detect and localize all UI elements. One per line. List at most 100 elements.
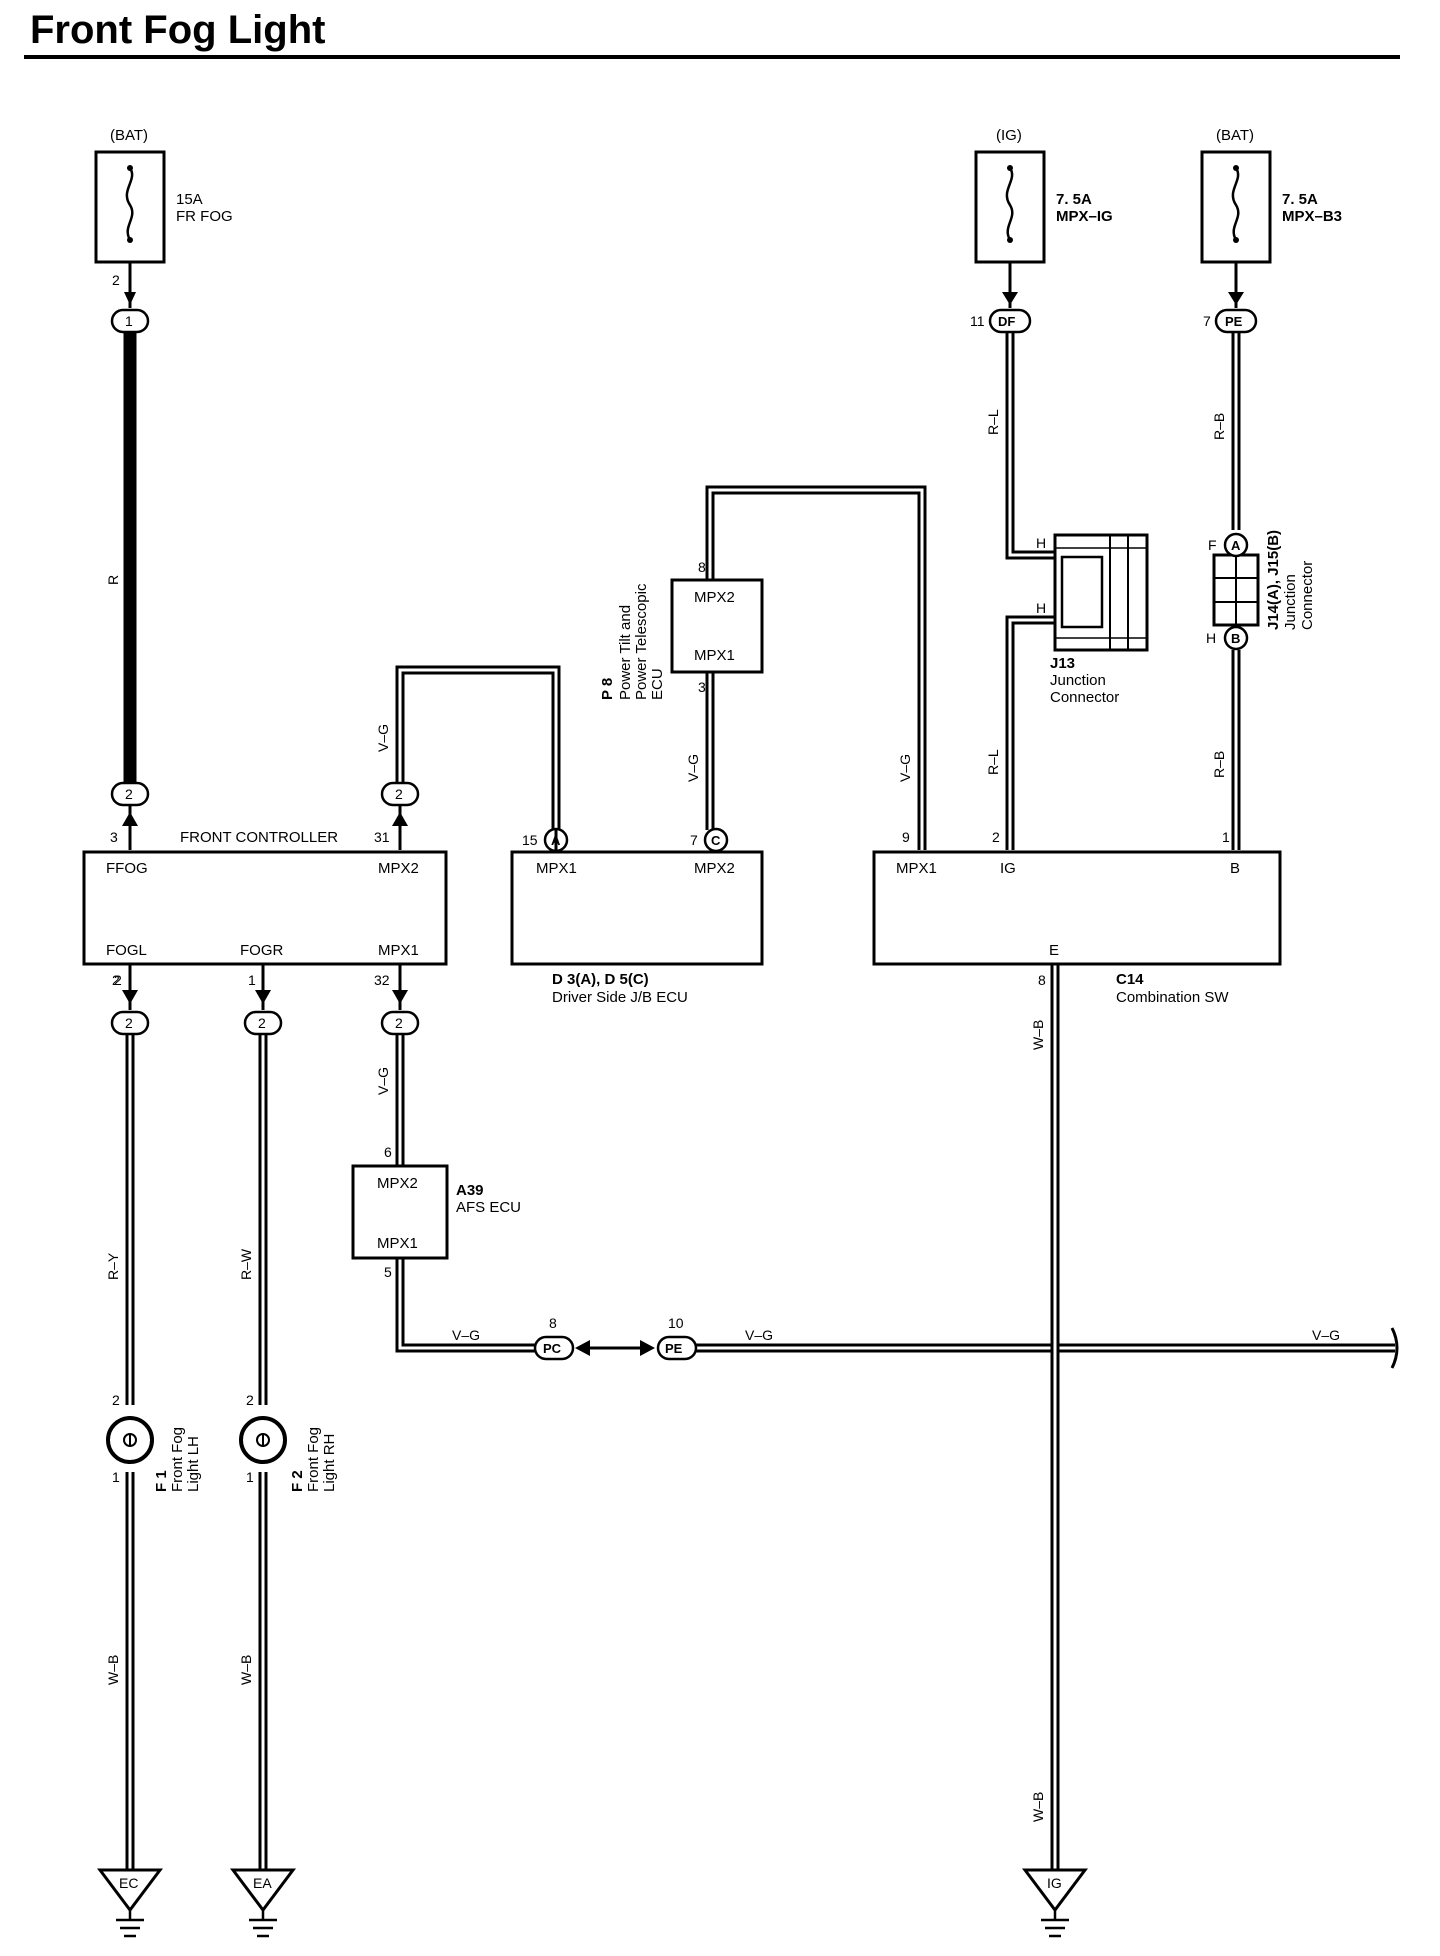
svg-text:MPX1: MPX1 xyxy=(896,860,937,877)
svg-text:F 2: F 2 xyxy=(289,1470,306,1492)
ground-ea: EA xyxy=(230,1868,296,1938)
front-fog-light-rh: F 2 Front Fog Light RH xyxy=(239,1416,338,1492)
svg-text:DF: DF xyxy=(998,314,1015,329)
pin-number: H xyxy=(1206,630,1216,646)
fuse-mpx-ig: (IG) 7. 5A MPX–IG xyxy=(974,127,1113,264)
driver-side-jb-ecu: MPX1 MPX2 D 3(A), D 5(C) Driver Side J/B… xyxy=(510,850,764,1006)
fuse-supply: (IG) xyxy=(996,127,1022,144)
svg-text:D 3(A), D 5(C): D 3(A), D 5(C) xyxy=(552,971,649,988)
svg-text:Power Tilt and: Power Tilt and xyxy=(617,605,634,700)
svg-text:2: 2 xyxy=(125,786,133,802)
svg-text:FFOG: FFOG xyxy=(106,860,148,877)
svg-text:E: E xyxy=(1049,942,1059,959)
fuse-name: MPX–IG xyxy=(1056,208,1113,225)
pin-number: 7 xyxy=(690,832,698,848)
wire-color-label: V–G xyxy=(452,1327,480,1343)
wire-color-label: R xyxy=(105,575,121,585)
fuse-mpx-b3: (BAT) 7. 5A MPX–B3 xyxy=(1200,127,1342,264)
svg-text:Power Telescopic: Power Telescopic xyxy=(633,583,650,700)
wire-color-label: R–L xyxy=(985,749,1001,775)
svg-text:Front Fog: Front Fog xyxy=(305,1427,322,1492)
svg-text:C14: C14 xyxy=(1116,971,1144,988)
pin-number: 1 xyxy=(1222,829,1230,845)
svg-text:J13: J13 xyxy=(1050,655,1075,672)
fuse-amp: 15A xyxy=(176,191,203,208)
svg-text:P 8: P 8 xyxy=(599,678,616,700)
svg-text:PE: PE xyxy=(1225,314,1243,329)
pin-number: 3 xyxy=(110,829,118,845)
wire-color-label: V–G xyxy=(685,754,701,782)
wire-rl-top xyxy=(1005,330,1055,560)
junction-connector-j14-j15: J14(A), J15(B) Junction Connector xyxy=(1212,530,1316,630)
connector-oval: 2 xyxy=(380,781,420,807)
svg-text:ECU: ECU xyxy=(649,668,666,700)
ground-ec: EC xyxy=(97,1868,163,1938)
svg-text:PE: PE xyxy=(665,1341,683,1356)
svg-text:MPX1: MPX1 xyxy=(377,1235,418,1252)
wire-color-label: W–B xyxy=(105,1655,121,1685)
pin-number: 8 xyxy=(549,1315,557,1331)
pin-number: H xyxy=(1036,535,1046,551)
diagram-title: Front Fog Light xyxy=(30,8,325,52)
pin-number: 2 xyxy=(992,829,1000,845)
svg-text:FRONT CONTROLLER: FRONT CONTROLLER xyxy=(180,829,338,846)
svg-text:Light LH: Light LH xyxy=(185,1436,202,1492)
svg-text:Connector: Connector xyxy=(1299,561,1316,630)
front-fog-light-lh: F 1 Front Fog Light LH xyxy=(106,1416,202,1492)
wire-color-label: V–G xyxy=(1312,1327,1340,1343)
pin-number: 32 xyxy=(374,972,390,988)
pin-number: 2 xyxy=(112,1392,120,1408)
pin-number: 2 xyxy=(112,272,120,288)
connector-oval: DF xyxy=(988,308,1032,334)
wire-color-label: R–B xyxy=(1211,751,1227,778)
pin-number: 15 xyxy=(522,832,538,848)
svg-text:A: A xyxy=(1231,538,1241,553)
pin-number: 7 xyxy=(1203,313,1211,329)
wire-rl-bottom xyxy=(1005,615,1055,850)
connector-circle: B xyxy=(1223,625,1249,651)
svg-text:MPX2: MPX2 xyxy=(694,860,735,877)
wire-color-label: V–G xyxy=(375,1067,391,1095)
pin-number: 3 xyxy=(698,679,706,695)
svg-text:Junction: Junction xyxy=(1050,672,1106,689)
svg-text:AFS ECU: AFS ECU xyxy=(456,1199,521,1216)
svg-text:IG: IG xyxy=(1047,1875,1062,1891)
pin-number: 1 xyxy=(246,1469,254,1485)
connector-circle: A xyxy=(1223,532,1249,558)
pin-number: 8 xyxy=(698,559,706,575)
svg-text:2: 2 xyxy=(125,1015,133,1031)
connector-oval: PE xyxy=(1214,308,1258,334)
pin-number: 5 xyxy=(384,1264,392,1280)
fuse-supply: (BAT) xyxy=(110,127,148,144)
connector-oval: 2 xyxy=(243,1010,283,1036)
svg-text:IG: IG xyxy=(1000,860,1016,877)
svg-text:Light RH: Light RH xyxy=(321,1434,338,1492)
svg-text:FOGL: FOGL xyxy=(106,942,147,959)
wire-color-label: R–L xyxy=(985,409,1001,435)
svg-text:EA: EA xyxy=(253,1875,272,1891)
pin-number: F xyxy=(1208,537,1217,553)
wire-color-label: V–G xyxy=(897,754,913,782)
connector-circle: C xyxy=(703,827,729,853)
connector-oval: 2 xyxy=(110,781,150,807)
junction-connector-j13: J13 Junction Connector xyxy=(1050,533,1149,706)
svg-text:2: 2 xyxy=(395,1015,403,1031)
fuse-name: MPX–B3 xyxy=(1282,208,1342,225)
pin-number: 10 xyxy=(668,1315,684,1331)
connector-oval: PE xyxy=(656,1335,698,1361)
pin-number: 6 xyxy=(384,1144,392,1160)
svg-text:EC: EC xyxy=(119,1875,138,1891)
ground-ig: IG xyxy=(1022,1868,1088,1938)
pin-number: 9 xyxy=(902,829,910,845)
wire-color-label: W–B xyxy=(1030,1020,1046,1050)
svg-text:PC: PC xyxy=(543,1341,562,1356)
pin-number: 8 xyxy=(1038,972,1046,988)
pin-number: 31 xyxy=(374,829,390,845)
combination-sw: MPX1 IG B E C14 Combination SW xyxy=(872,850,1282,1006)
fuse-amp: 7. 5A xyxy=(1056,191,1092,208)
pin-number: 2 xyxy=(112,972,120,988)
pin-number: 1 xyxy=(248,972,256,988)
pin-number: 2 xyxy=(114,972,122,988)
fuse-fr-fog: (BAT) 15A FR FOG xyxy=(94,127,233,264)
